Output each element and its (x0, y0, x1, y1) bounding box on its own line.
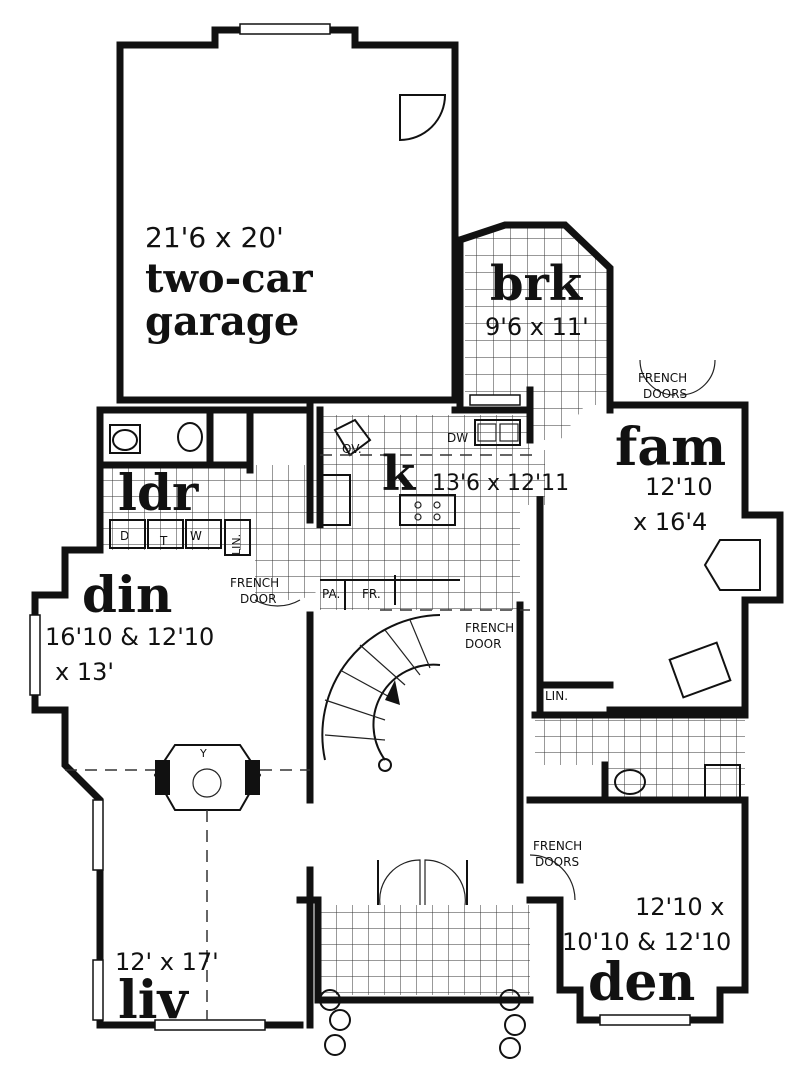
note-ov: OV. (342, 442, 362, 456)
breakfast-tile (465, 225, 610, 440)
shrubs (319, 989, 526, 1059)
fam-name: fam (615, 417, 726, 478)
note-french-doors-den-1: FRENCH (533, 839, 582, 853)
garage-name-1: two-car (145, 255, 313, 302)
ldr-name: ldr (118, 463, 199, 522)
porch-tile (318, 905, 530, 995)
note-d: D (120, 529, 129, 543)
laundry-hall-tile (100, 465, 320, 600)
liv-dims: 12' x 17' (115, 948, 219, 976)
note-lin-hall: LIN. (545, 689, 568, 703)
bath-fixtures (614, 641, 741, 801)
note-french-door-din-2: DOOR (240, 592, 276, 606)
note-french-door-stair-1: FRENCH (465, 621, 514, 635)
den-dims-2: 10'10 & 12'10 (562, 928, 731, 956)
note-fr: FR. (362, 587, 381, 601)
laundry-fixtures (109, 422, 251, 556)
k-dims: 13'6 x 12'11 (432, 471, 569, 496)
garage-dims: 21'6 x 20' (145, 221, 284, 254)
note-french-doors-fam-2: DOORS (643, 387, 687, 401)
garage-name-2: garage (145, 298, 299, 345)
note-french-door-din-1: FRENCH (230, 576, 279, 590)
din-dims-2: x 13' (55, 658, 114, 686)
room-labels: 21'6 x 20' two-car garage brk 9'6 x 11' … (45, 221, 731, 1031)
liv-name: liv (118, 970, 190, 1031)
french-doors (254, 359, 716, 906)
note-french-doors-den-2: DOORS (535, 855, 579, 869)
din-name: din (82, 565, 172, 624)
bath-tile (535, 715, 745, 800)
note-pa: PA. (322, 587, 340, 601)
note-w: W (190, 529, 202, 543)
brk-dims: 9'6 x 11' (485, 313, 589, 341)
fam-dims-1: 12'10 (645, 473, 713, 501)
fam-dims-2: x 16'4 (633, 508, 707, 536)
note-french-doors-fam-1: FRENCH (638, 371, 687, 385)
den-name: den (588, 952, 695, 1013)
den-dims-1: 12'10 x (635, 893, 725, 921)
kitchen-tile (320, 415, 545, 610)
notes: FRENCH DOORS FRENCH DOOR FRENCH DOOR FRE… (120, 371, 687, 869)
living-fireplace (65, 744, 310, 1020)
brk-name: brk (490, 256, 584, 312)
note-t: T (159, 534, 168, 548)
note-y: Y (199, 747, 207, 760)
note-dw: DW (447, 431, 468, 445)
staircase (321, 614, 441, 772)
k-name: k (382, 446, 417, 502)
note-french-door-stair-2: DOOR (465, 637, 501, 651)
kitchen-fixtures (319, 418, 540, 611)
garage-door (399, 94, 447, 142)
din-dims-1: 16'10 & 12'10 (45, 623, 214, 651)
tiled-floors (100, 225, 745, 995)
note-lin-ldr: LIN. (230, 534, 243, 555)
